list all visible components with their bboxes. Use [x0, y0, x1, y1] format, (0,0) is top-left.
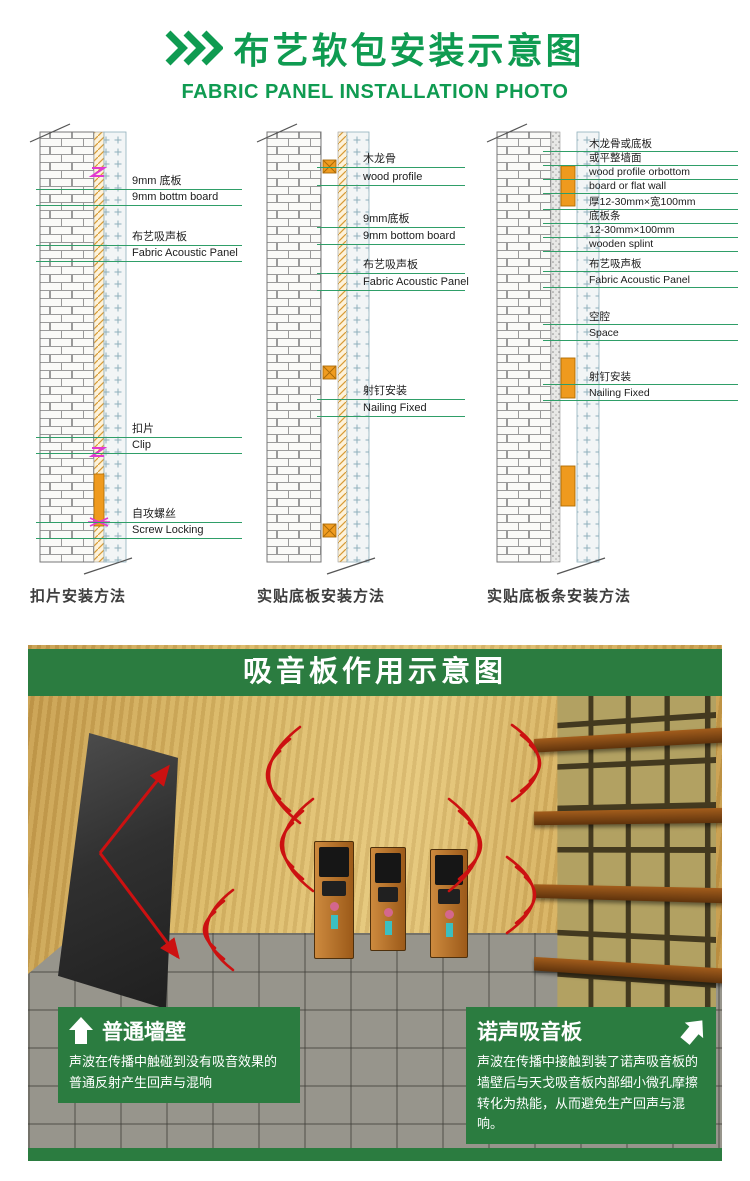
diagram-label: 9mm底板 [317, 211, 465, 228]
speaker-knob [383, 908, 393, 917]
speaker-grill [322, 881, 346, 896]
arrow-up-right-icon [674, 1012, 711, 1050]
speaker-accent [384, 921, 392, 935]
diagram-label: 射钉安装 [317, 383, 465, 400]
diagram-label: board or flat wall [543, 180, 738, 194]
diagram-label: Clip [36, 438, 242, 454]
speaker [370, 847, 406, 951]
diagram-label: wooden splint [543, 238, 738, 252]
callout-body: 声波在传播中接触到装了诺声吸音板的墙壁后与天戈吸音板内部细小微孔摩擦转化为热能，… [477, 1054, 699, 1132]
diagram-label: 底板条 [543, 210, 738, 224]
diagram-board-install: 木龙骨 wood profile 9mm底板 9mm bottom board … [255, 122, 473, 612]
diagram-label: Screw Locking [36, 523, 242, 539]
diagram-label: 布艺吸声板 [317, 257, 465, 274]
scene-title: 吸音板作用示意图 [28, 649, 722, 696]
diagram-label: 9mm 底板 [36, 174, 242, 190]
speaker-accent [330, 915, 338, 929]
speaker [430, 849, 468, 958]
wall-section-drawing [486, 123, 606, 575]
wall-section-drawing [256, 123, 376, 575]
speaker-knob [444, 910, 454, 919]
diagram-caption: 实贴底板安装方法 [257, 588, 386, 605]
page-subtitle: FABRIC PANEL INSTALLATION PHOTO [181, 81, 569, 103]
header: 布艺软包安装示意图 FABRIC PANEL INSTALLATION PHOT… [0, 22, 750, 104]
diagram-label: 布艺吸声板 [543, 258, 738, 272]
diagram-label: Fabric Acoustic Panel [543, 274, 738, 288]
diagram-label: 木龙骨或底板 [543, 138, 738, 152]
diagram-caption: 扣片安装方法 [30, 588, 127, 605]
wall-section-drawing [29, 123, 133, 575]
diagram-label: wood profile [317, 169, 465, 186]
callout-body: 声波在传播中触碰到没有吸音效果的普通反射产生回声与混响 [69, 1054, 278, 1090]
callout-plain-wall: 普通墙壁 声波在传播中触碰到没有吸音效果的普通反射产生回声与混响 [58, 1007, 300, 1103]
reflection-arrows [98, 764, 180, 960]
diagram-label: 厚12-30mm×宽100mm [543, 196, 738, 210]
speaker-grill [438, 889, 460, 904]
diagram-label: 9mm bottom board [317, 228, 465, 245]
speaker-accent [445, 923, 453, 937]
callout-acoustic-panel: 诺声吸音板 声波在传播中接触到装了诺声吸音板的墙壁后与天戈吸音板内部细小微孔摩擦… [466, 1007, 716, 1145]
scene-footer-bar [28, 1148, 722, 1161]
diagram-label: 布艺吸声板 [36, 230, 242, 246]
callout-title: 普通墙壁 [102, 1021, 186, 1044]
sound-waves-overlay [98, 723, 542, 972]
diagram-clip-install: 9mm 底板 9mm bottm board 布艺吸声板 Fabric Acou… [28, 122, 246, 612]
page-title: 布艺软包安装示意图 [233, 30, 585, 71]
diagram-label: Space [543, 327, 738, 341]
diagram-label: 自攻螺丝 [36, 507, 242, 523]
diagram-label: 空腔 [543, 311, 738, 325]
diagram-label: wood profile orbottom [543, 166, 738, 180]
diagram-label: Fabric Acoustic Panel [317, 274, 469, 291]
diagram-label: Nailing Fixed [543, 387, 738, 401]
speaker [314, 841, 354, 959]
arrow-up-icon [69, 1016, 93, 1046]
diagram-label: Fabric Acoustic Panel [36, 246, 242, 262]
diagram-label: 扣片 [36, 422, 242, 438]
diagram-label: 射钉安装 [543, 371, 738, 385]
diagram-label: Nailing Fixed [317, 400, 465, 417]
diagram-caption: 实贴底板条安装方法 [487, 588, 632, 605]
diagram-label: 或平整墙面 [543, 152, 738, 166]
diagram-batten-install: 木龙骨或底板 或平整墙面 wood profile orbottom board… [485, 122, 745, 612]
diagram-label: 木龙骨 [317, 151, 465, 168]
callout-title: 诺声吸音板 [477, 1021, 582, 1044]
speaker-knob [329, 902, 339, 911]
speaker-grill [319, 847, 349, 877]
diagram-label: 12-30mm×100mm [543, 224, 738, 238]
speaker-grill [378, 887, 398, 902]
acoustic-scene: 吸音板作用示意图 普通墙壁 声波在传播中触碰到没有吸音效果的普通反射产生回声与混… [28, 645, 722, 1161]
sound-wave-arcs [202, 723, 542, 972]
diagram-label: 9mm bottm board [36, 190, 242, 206]
double-chevron-right-icon [166, 30, 224, 66]
speaker-grill [375, 853, 401, 883]
